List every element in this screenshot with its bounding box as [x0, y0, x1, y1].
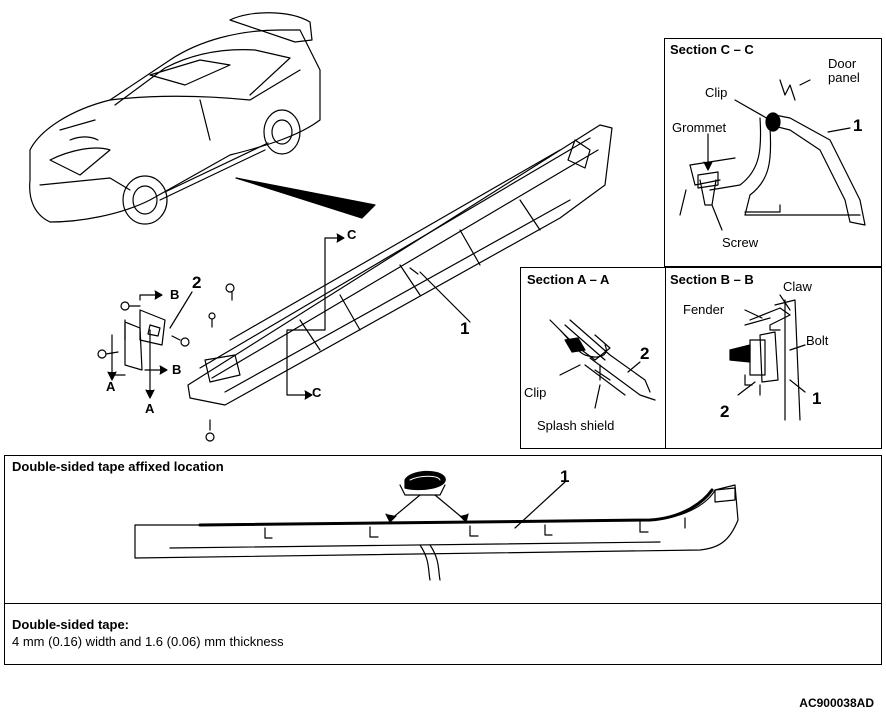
pointer-wedge	[235, 177, 376, 219]
callout-2-aa: 2	[640, 344, 650, 363]
tape-location-art	[134, 470, 739, 581]
section-aa-art	[549, 319, 656, 409]
section-mark-a-lower: A	[145, 401, 155, 416]
callout-2-bb: 2	[720, 402, 730, 421]
fasteners	[97, 283, 235, 442]
clip-label-aa: Clip	[524, 385, 547, 400]
callout-1-bb: 1	[812, 389, 822, 408]
section-cc-panel	[664, 38, 882, 267]
grommet-label: Grommet	[672, 120, 727, 135]
section-mark-c-upper: C	[347, 227, 357, 242]
figure-code: AC900038AD	[799, 696, 874, 710]
bolt-label: Bolt	[806, 333, 829, 348]
section-mark-b-upper: B	[170, 287, 180, 302]
section-aa-title: Section A – A	[527, 272, 610, 287]
clip-label-cc: Clip	[705, 85, 728, 100]
car-illustration	[29, 12, 321, 225]
tape-location-panel	[4, 455, 882, 604]
fender-label: Fender	[683, 302, 725, 317]
tape-spec-panel	[4, 603, 882, 665]
callout-1-main: 1	[460, 319, 470, 338]
callout-2-main: 2	[192, 273, 202, 292]
leader-1	[419, 271, 471, 323]
claw-label: Claw	[783, 279, 812, 294]
callout-1-cc: 1	[853, 116, 863, 135]
callout-1-tape: 1	[560, 467, 570, 486]
tape-spec-title: Double-sided tape:	[12, 617, 130, 632]
section-cc-title: Section C – C	[670, 42, 754, 57]
section-mark-a-left: A	[106, 379, 116, 394]
splash-shield-label: Splash shield	[537, 418, 615, 433]
section-cc-art	[679, 79, 866, 231]
door-panel-label: Door panel	[828, 56, 860, 85]
section-mark-c-lower: C	[312, 385, 322, 400]
section-bb-title: Section B – B	[670, 272, 754, 287]
side-sill-garnish	[187, 124, 613, 406]
section-mark-b-lower: B	[172, 362, 182, 377]
tape-location-title: Double-sided tape affixed location	[12, 459, 224, 474]
section-bb-panel	[665, 267, 882, 449]
screw-label: Screw	[722, 235, 759, 250]
tape-spec-detail: 4 mm (0.16) width and 1.6 (0.06) mm thic…	[12, 634, 284, 649]
section-bb-art	[729, 294, 806, 421]
